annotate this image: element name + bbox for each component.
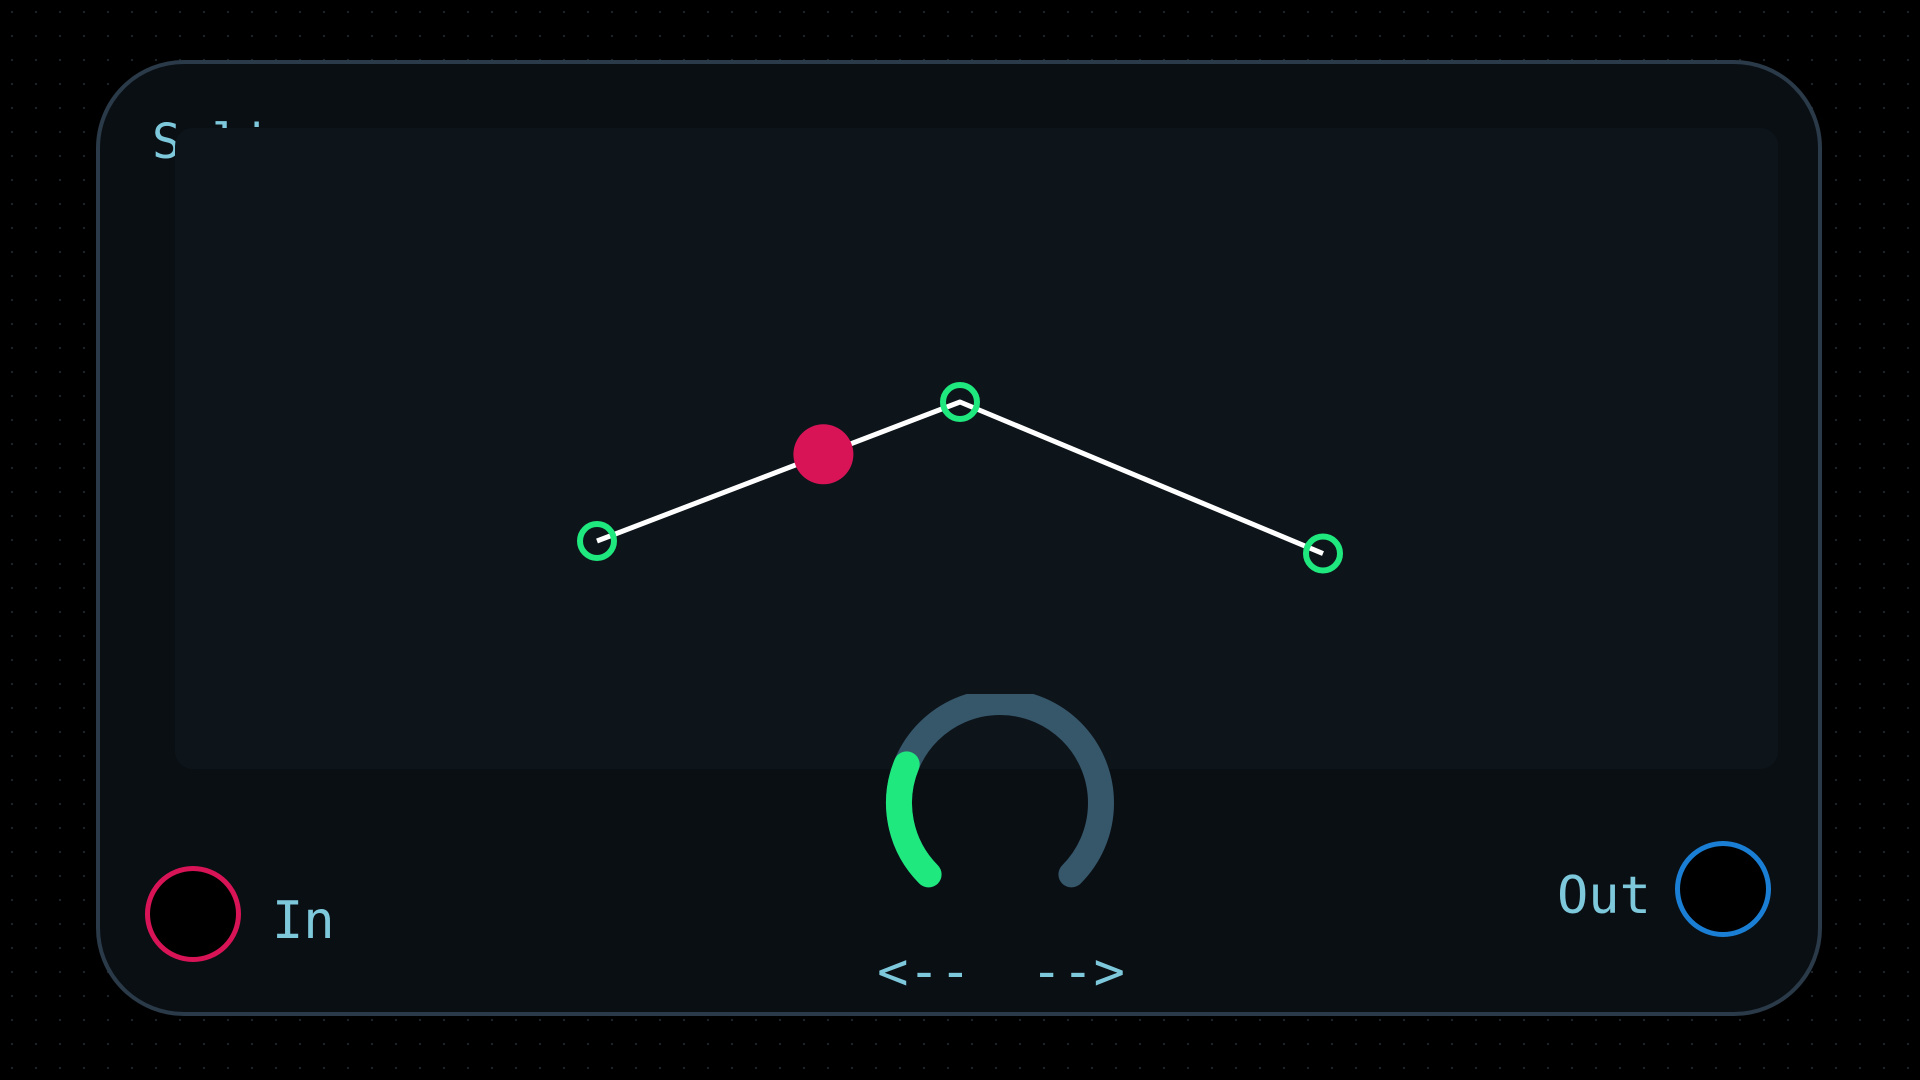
- knob-dial[interactable]: [870, 689, 1130, 934]
- knob-value-arc[interactable]: [886, 751, 942, 888]
- prev-arrow-button[interactable]: <--: [877, 942, 971, 1002]
- output-port-icon[interactable]: [1675, 841, 1771, 937]
- control-point-handle-3[interactable]: [1303, 533, 1343, 574]
- knob-track[interactable]: [886, 689, 1114, 888]
- playhead-dot-icon[interactable]: [793, 424, 854, 485]
- control-point-handle-2[interactable]: [940, 382, 980, 422]
- nav-arrows: <---->: [836, 946, 1166, 998]
- control-point-handle-1[interactable]: [577, 521, 617, 561]
- spline-node[interactable]: Spline <----> In Out: [96, 60, 1822, 1016]
- spline-curve-graph[interactable]: [175, 128, 1778, 769]
- input-port-label: In: [272, 891, 335, 951]
- next-arrow-button[interactable]: -->: [1031, 942, 1125, 1002]
- knob[interactable]: [870, 689, 1130, 934]
- spline-editor[interactable]: [175, 128, 1778, 769]
- input-port-icon[interactable]: [145, 866, 241, 962]
- output-port-label: Out: [1557, 866, 1651, 926]
- spline-line: [596, 399, 1324, 556]
